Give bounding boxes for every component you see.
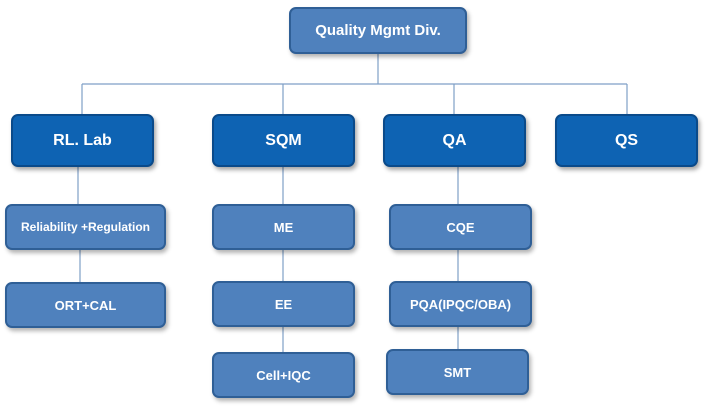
node-label: QS	[614, 131, 639, 149]
node-label: RL. Lab	[53, 131, 112, 149]
node-cell-iqc: Cell+IQC	[212, 352, 355, 398]
node-label: CQE	[446, 219, 475, 235]
node-label: PQA(IPQC/OBA)	[409, 296, 512, 312]
node-label: ME	[273, 219, 294, 235]
node-qs: QS	[555, 114, 698, 167]
node-reliability-regulation: Reliability +Regulation	[5, 204, 166, 250]
node-pqa-ipqc-oba: PQA(IPQC/OBA)	[389, 281, 532, 327]
node-quality-mgmt-div: Quality Mgmt Div.	[289, 7, 467, 54]
node-me: ME	[212, 204, 355, 250]
node-label: QA	[442, 131, 467, 149]
node-label: EE	[274, 296, 293, 312]
node-label: Reliability +Regulation	[20, 220, 151, 234]
node-cqe: CQE	[389, 204, 532, 250]
node-label: SMT	[443, 364, 472, 380]
node-label: Quality Mgmt Div.	[315, 22, 441, 39]
node-ort-cal: ORT+CAL	[5, 282, 166, 328]
node-qa: QA	[383, 114, 526, 167]
node-sqm: SQM	[212, 114, 355, 167]
node-ee: EE	[212, 281, 355, 327]
node-label: SQM	[265, 131, 302, 149]
node-smt: SMT	[386, 349, 529, 395]
node-label: Cell+IQC	[256, 367, 311, 383]
node-rl-lab: RL. Lab	[11, 114, 154, 167]
node-label: ORT+CAL	[54, 297, 117, 313]
